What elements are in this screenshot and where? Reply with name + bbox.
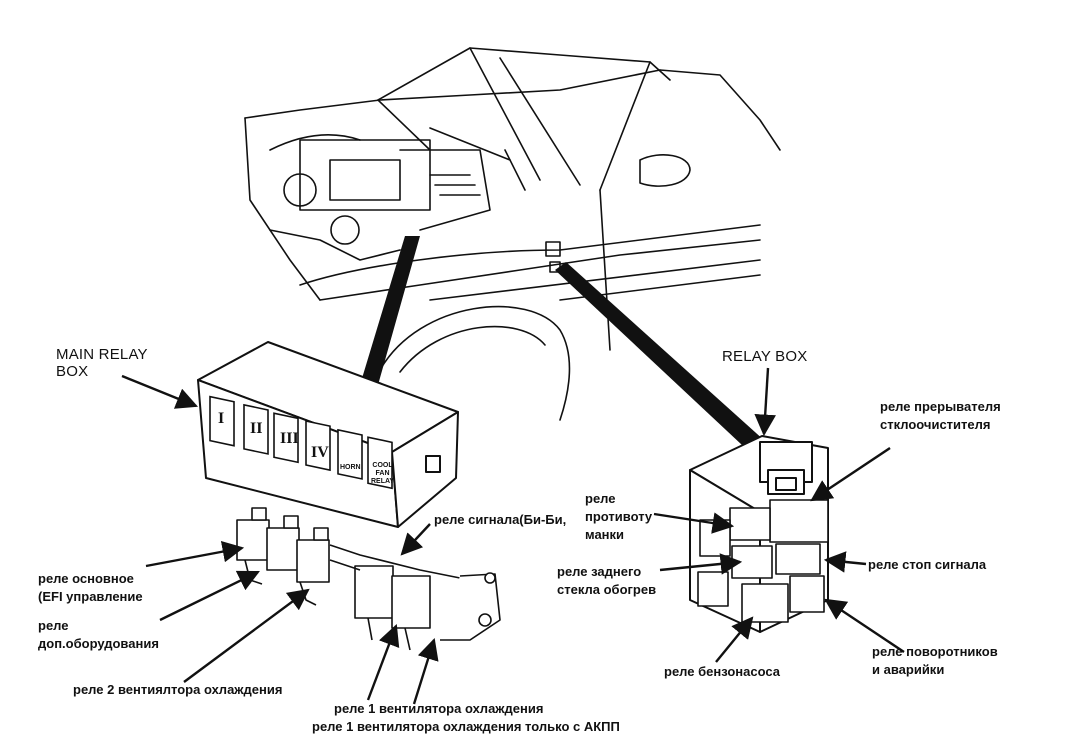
arrow-horn <box>400 523 431 556</box>
arrow-rear-defog <box>659 553 743 575</box>
slot-1: I <box>218 410 225 427</box>
relay-box-relays <box>697 499 829 623</box>
wedge-relay-box <box>555 262 766 445</box>
label-main-relay-box: MAIN RELAY BOX <box>56 346 148 380</box>
arrow-fuel-pump <box>715 616 754 663</box>
relay-cluster-left <box>236 507 501 651</box>
label-stop-signal: реле стоп сигнала <box>868 557 987 572</box>
arrow-fan1 <box>366 623 400 701</box>
arrow-antitheft <box>653 512 735 534</box>
arrow-fan2 <box>183 588 310 683</box>
arrow-stop <box>823 551 867 573</box>
label-fan2: реле 2 вентиялтора охлаждения <box>73 682 283 697</box>
leader-wedges <box>360 236 766 445</box>
label-rear-defog: реле заднего стекла обогрев <box>557 564 657 597</box>
arrow-fan1-akpp <box>412 637 439 705</box>
label-main-efi: реле основное (EFI управление <box>38 571 143 604</box>
arrow-turn-hazard <box>824 598 905 653</box>
slot-cool-fan: COOL FAN RELAY <box>371 462 395 485</box>
slot-3: III <box>280 430 299 447</box>
slot-horn: HORN <box>340 464 361 471</box>
label-turn-hazard: реле поворотников и аварийки <box>872 644 998 677</box>
arrow-main-efi <box>145 540 245 568</box>
label-aux-equipment: реле доп.оборудования <box>38 618 159 651</box>
label-fan1-akpp: реле 1 вентилятора охлаждения только с А… <box>312 719 620 734</box>
label-fan1: реле 1 вентилятора охлаждения <box>334 701 544 716</box>
arrow-wiper <box>810 447 891 502</box>
slot-4: IV <box>311 444 329 461</box>
main-box-slots <box>209 395 393 490</box>
label-antitheft: реле противоту манки <box>585 491 653 542</box>
slot-2: II <box>250 420 263 437</box>
label-relay-box: RELAY BOX <box>722 348 808 365</box>
label-fuel-pump: реле бензонасоса <box>664 664 780 679</box>
label-horn: реле сигнала(Би-Би, <box>434 512 567 527</box>
arrow-main-relay-box <box>121 374 199 409</box>
arrow-relay-box <box>754 367 776 437</box>
arrows <box>121 367 905 705</box>
label-wiper-intermittent: реле прерывателя стклоочистителя <box>880 399 1001 432</box>
arrow-aux <box>159 570 260 622</box>
wedge-main-relay-box <box>360 236 420 385</box>
